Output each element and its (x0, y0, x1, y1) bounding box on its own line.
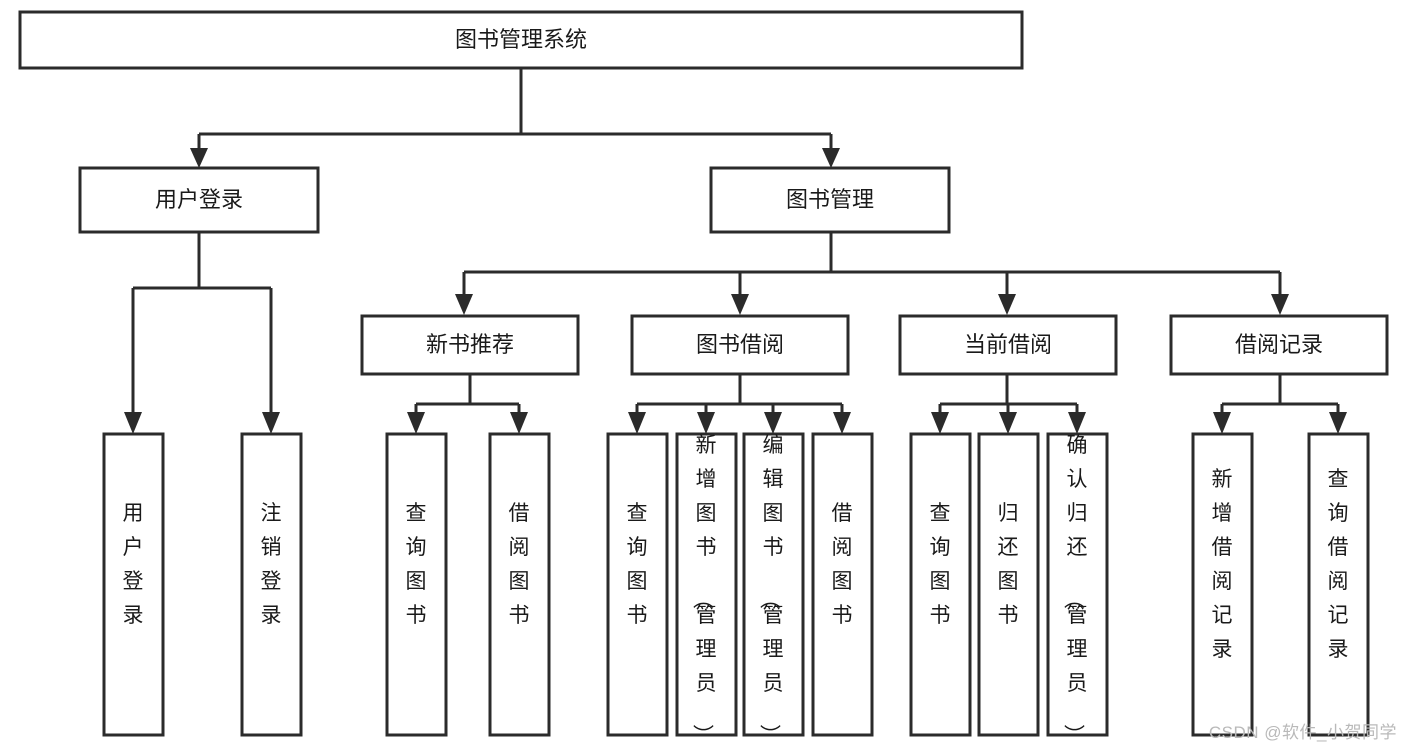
node-leaf-add-book-admin[interactable]: 新增图书（管理员） (675, 432, 738, 745)
node-borrow-record-box[interactable] (1169, 314, 1389, 376)
node-leaf-borrow-book-1-label: 借阅图书 (509, 502, 530, 627)
node-root-box[interactable] (18, 10, 1024, 70)
node-book-borrow-box[interactable] (630, 314, 850, 376)
node-user-login-box[interactable] (78, 166, 320, 234)
node-leaf-query-book-3-box[interactable] (909, 432, 972, 737)
arrow-to-book-borrow (731, 294, 749, 315)
node-leaf-logout-login-label: 注销登录 (261, 502, 282, 627)
arrow-to-leaf-edit-book-admin (764, 412, 782, 434)
arrow-to-leaf-add-book-admin (697, 412, 715, 434)
node-leaf-confirm-return-admin-box[interactable] (1046, 432, 1109, 737)
node-book-manage[interactable]: 图书管理 (709, 166, 951, 234)
node-leaf-borrow-book-2-label: 借阅图书 (832, 502, 853, 627)
node-book-manage-box[interactable] (709, 166, 951, 234)
node-leaf-query-book-1-label: 查询图书 (406, 502, 427, 627)
node-leaf-query-book-1[interactable]: 查询图书 (385, 432, 448, 737)
node-leaf-query-book-3[interactable]: 查询图书 (909, 432, 972, 737)
node-leaf-query-book-2[interactable]: 查询图书 (606, 432, 669, 737)
arrow-to-current-borrow (998, 294, 1016, 315)
node-leaf-user-login-box[interactable] (102, 432, 165, 737)
arrow-to-leaf-logout-login (262, 412, 280, 434)
arrow-root-to-user-login (190, 148, 208, 168)
node-leaf-query-book-2-box[interactable] (606, 432, 669, 737)
node-leaf-borrow-book-2-box[interactable] (811, 432, 874, 737)
node-new-book-recommend-label: 新书推荐 (426, 332, 514, 357)
node-leaf-confirm-return-admin[interactable]: 确认归还（管理员） (1046, 432, 1109, 745)
node-leaf-edit-book-admin-box[interactable] (742, 432, 805, 737)
node-leaf-add-book-admin-label: 新增图书（管理员） (691, 434, 717, 745)
node-new-book-recommend[interactable]: 新书推荐 (360, 314, 580, 376)
node-leaf-query-borrow-record-box[interactable] (1307, 432, 1370, 737)
node-book-borrow[interactable]: 图书借阅 (630, 314, 850, 376)
node-current-borrow-box[interactable] (898, 314, 1118, 376)
arrow-root-to-book-manage (822, 148, 840, 168)
arrow-to-borrow-record (1271, 294, 1289, 315)
arrow-to-leaf-query-book-2 (628, 412, 646, 434)
node-root[interactable]: 图书管理系统 (18, 10, 1024, 70)
node-leaf-confirm-return-admin-label: 确认归还（管理员） (1062, 434, 1088, 745)
node-borrow-record-label: 借阅记录 (1235, 332, 1323, 357)
arrow-to-new-book-recommend (455, 294, 473, 315)
node-leaf-query-borrow-record[interactable]: 查询借阅记录 (1307, 432, 1370, 737)
node-leaf-edit-book-admin-label: 编辑图书（管理员） (758, 434, 784, 745)
arrow-to-leaf-user-login (124, 412, 142, 434)
arrow-to-leaf-query-book-3 (931, 412, 949, 434)
node-leaf-return-book-box[interactable] (977, 432, 1040, 737)
node-book-borrow-label: 图书借阅 (696, 332, 784, 357)
node-leaf-borrow-book-1[interactable]: 借阅图书 (488, 432, 551, 737)
node-leaf-add-book-admin-box[interactable] (675, 432, 738, 737)
node-leaf-add-borrow-record-box[interactable] (1191, 432, 1254, 737)
node-new-book-recommend-box[interactable] (360, 314, 580, 376)
node-leaf-return-book-label: 归还图书 (998, 502, 1019, 627)
arrow-to-leaf-confirm-return-admin (1068, 412, 1086, 434)
csdn-watermark: CSDN @软件_小贺同学 (1208, 723, 1397, 742)
node-root-label: 图书管理系统 (455, 27, 587, 52)
node-user-login[interactable]: 用户登录 (78, 166, 320, 234)
arrow-to-leaf-borrow-book-2 (833, 412, 851, 434)
node-current-borrow[interactable]: 当前借阅 (898, 314, 1118, 376)
node-leaf-edit-book-admin[interactable]: 编辑图书（管理员） (742, 432, 805, 745)
arrow-to-leaf-return-book (999, 412, 1017, 434)
node-leaf-query-borrow-record-label: 查询借阅记录 (1328, 468, 1349, 661)
node-leaf-return-book[interactable]: 归还图书 (977, 432, 1040, 737)
node-leaf-logout-login-box[interactable] (240, 432, 303, 737)
node-leaf-add-borrow-record[interactable]: 新增借阅记录 (1191, 432, 1254, 737)
node-user-login-label: 用户登录 (155, 187, 243, 212)
node-current-borrow-label: 当前借阅 (964, 332, 1052, 357)
node-book-manage-label: 图书管理 (786, 187, 874, 212)
arrow-to-leaf-query-book-1 (407, 412, 425, 434)
node-leaf-borrow-book-1-box[interactable] (488, 432, 551, 737)
node-leaf-query-book-1-box[interactable] (385, 432, 448, 737)
node-leaf-logout-login[interactable]: 注销登录 (240, 432, 303, 737)
connector-layer (124, 68, 1347, 434)
node-leaf-borrow-book-2[interactable]: 借阅图书 (811, 432, 874, 737)
arrow-to-leaf-add-borrow-record (1213, 412, 1231, 434)
node-leaf-query-book-2-label: 查询图书 (627, 502, 648, 627)
arrow-to-leaf-query-borrow-record (1329, 412, 1347, 434)
node-leaf-user-login-label: 用户登录 (123, 502, 144, 627)
node-leaf-add-borrow-record-label: 新增借阅记录 (1212, 468, 1233, 661)
arrow-to-leaf-borrow-book-1 (510, 412, 528, 434)
node-leaf-query-book-3-label: 查询图书 (930, 502, 951, 627)
node-leaf-user-login[interactable]: 用户登录 (102, 432, 165, 737)
node-borrow-record[interactable]: 借阅记录 (1169, 314, 1389, 376)
